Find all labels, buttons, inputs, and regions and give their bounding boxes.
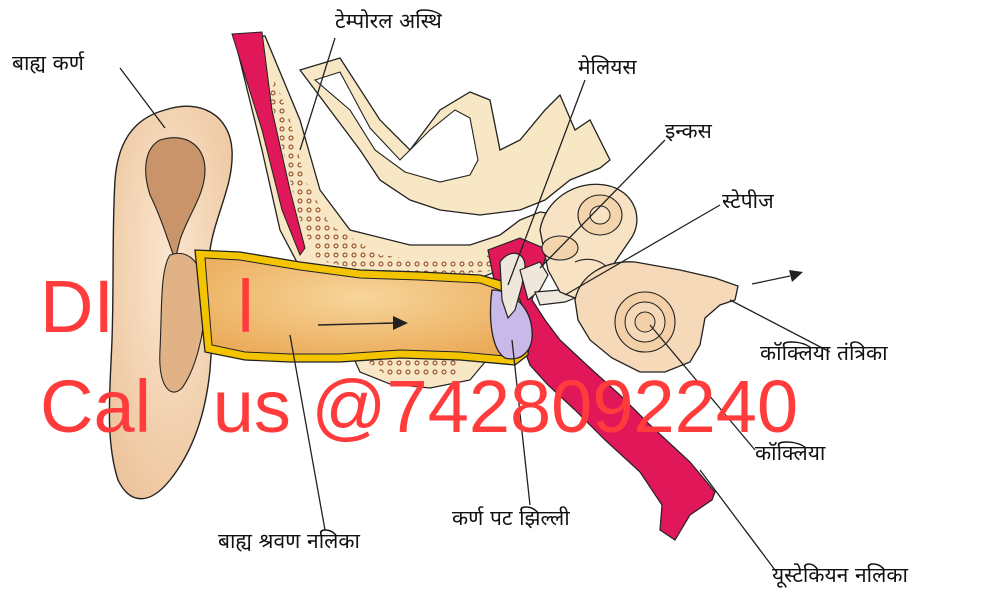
label-incus: इन्कस — [665, 119, 713, 143]
label-stapes: स्टेपीज — [722, 189, 774, 213]
label-eustachian-tube: यूस्टेकियन नलिका — [772, 563, 908, 588]
label-temporal-bone: टेम्पोरल अस्थि — [335, 9, 442, 33]
watermark-line-1: DI l — [40, 265, 254, 348]
label-eardrum: कर्ण पट झिल्ली — [452, 506, 570, 530]
label-ear-canal: बाह्य श्रवण नलिका — [218, 529, 360, 553]
label-cochlear-nerve: कॉक्लिया तंत्रिका — [760, 341, 888, 365]
watermark-line-2: Cal us @7428092240 — [40, 365, 798, 448]
label-malleus: मेलियस — [578, 55, 637, 79]
label-outer-ear: बाह्य कर्ण — [12, 51, 85, 75]
